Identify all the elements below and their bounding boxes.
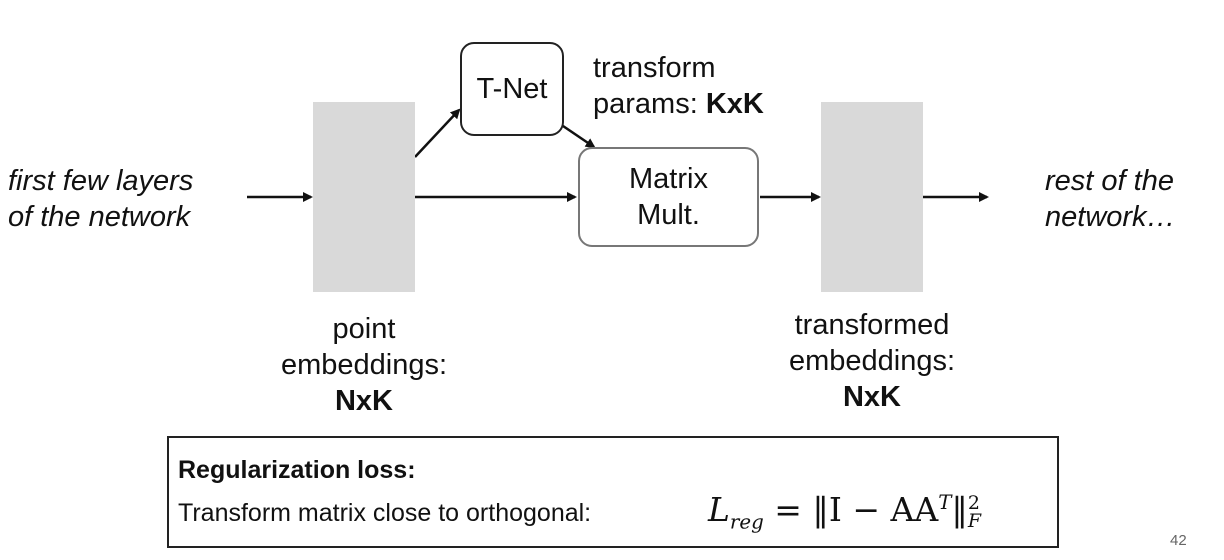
regularization-loss-box: Regularization loss: Transform matrix cl… bbox=[167, 436, 1059, 548]
transformed-embeddings-block bbox=[821, 102, 923, 292]
transform-params-dims: KxK bbox=[705, 88, 764, 120]
input-label-line-2: of the network bbox=[8, 201, 191, 233]
formula-lhs-sub: reg bbox=[729, 510, 764, 534]
tnet-to-matmul-arrow bbox=[562, 124, 596, 149]
formula-norm-close: ‖ bbox=[951, 490, 968, 529]
output-label-line-2: network… bbox=[1045, 201, 1176, 233]
formula-norm-sup: 2 bbox=[967, 492, 981, 514]
formula-transpose: T bbox=[938, 491, 952, 514]
input-label: first few layers of the network bbox=[8, 163, 193, 235]
formula-lhs: L bbox=[708, 490, 730, 529]
point-embeddings-line-1: point bbox=[332, 313, 396, 345]
transformed-embeddings-dims: NxK bbox=[842, 381, 901, 413]
point-embeddings-line-2: embeddings: bbox=[280, 349, 448, 381]
transform-params-label: transform params: KxK bbox=[593, 50, 764, 122]
formula-body: = ‖I − AA bbox=[763, 490, 939, 529]
matrix-mult-line-2: Mult. bbox=[637, 199, 700, 231]
formula-norm-sub: F bbox=[967, 510, 982, 532]
tnet-label: T-Net bbox=[476, 73, 548, 105]
point-embeddings-block bbox=[313, 102, 415, 292]
point-embeddings-label: point embeddings: NxK bbox=[264, 311, 464, 419]
transform-params-prefix: params: bbox=[593, 88, 706, 120]
matrix-mult-box: Matrix Mult. bbox=[578, 147, 759, 247]
point-embeddings-dims: NxK bbox=[334, 385, 393, 417]
transform-params-line-2: params: KxK bbox=[593, 86, 764, 122]
block-to-tnet-arrow bbox=[414, 108, 461, 158]
input-label-line-1: first few layers bbox=[8, 165, 194, 197]
transformed-embeddings-line-1: transformed bbox=[794, 309, 950, 341]
output-label: rest of the network… bbox=[1045, 163, 1176, 235]
transform-params-line-1: transform bbox=[593, 52, 716, 84]
transformed-embeddings-line-2: embeddings: bbox=[788, 345, 956, 377]
matrix-mult-line-1: Matrix bbox=[629, 163, 708, 195]
transformed-embeddings-label: transformed embeddings: NxK bbox=[752, 307, 992, 415]
tnet-box: T-Net bbox=[460, 42, 564, 136]
output-label-line-1: rest of the bbox=[1045, 165, 1174, 197]
loss-title: Regularization loss: bbox=[178, 456, 416, 484]
page-number: 42 bbox=[1170, 532, 1187, 549]
loss-description: Transform matrix close to orthogonal: bbox=[178, 499, 592, 527]
